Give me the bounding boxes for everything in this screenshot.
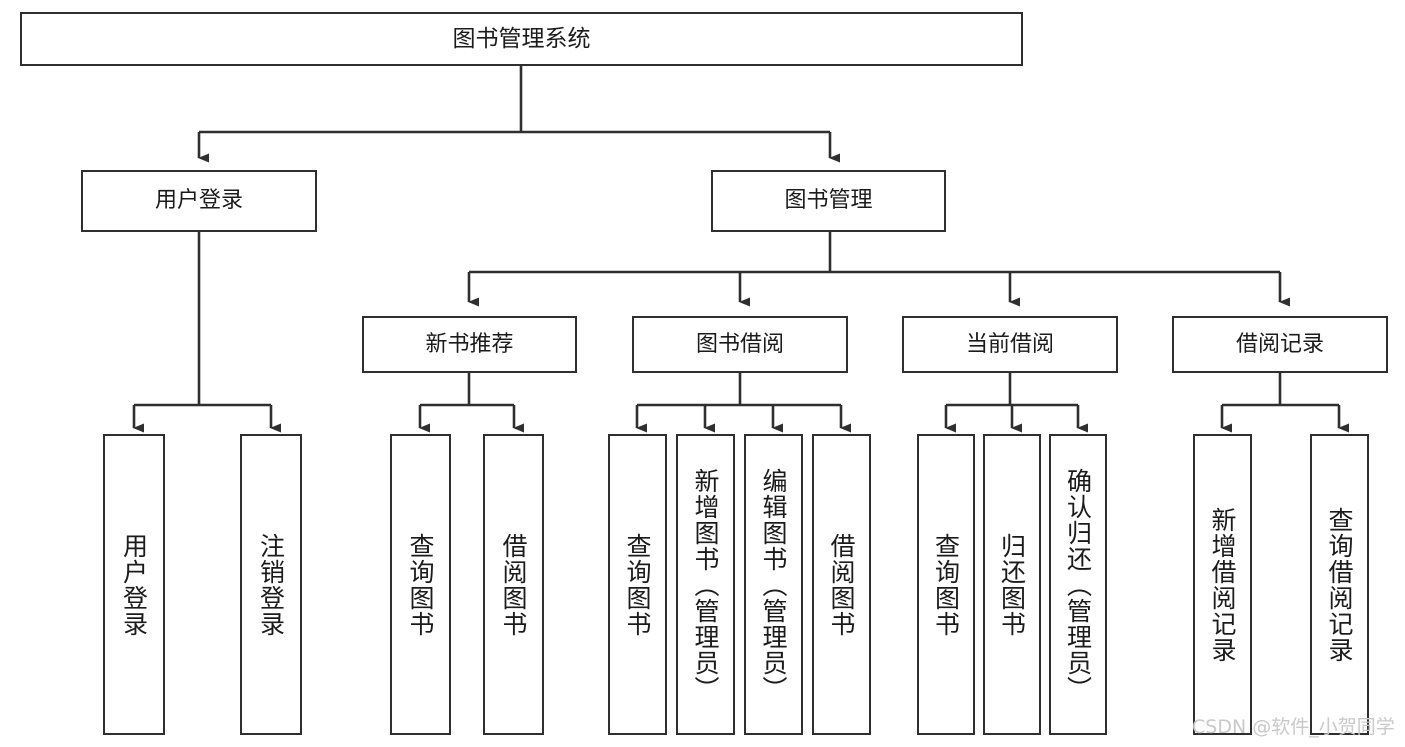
leaf-edit-book-admin[interactable]: 编辑图书（管理员）: [744, 434, 803, 735]
node-borrow-record[interactable]: 借阅记录: [1172, 316, 1388, 373]
node-book-management[interactable]: 图书管理: [711, 170, 946, 232]
node-label: 借阅记录: [1235, 331, 1324, 357]
node-label: 图书管理: [784, 188, 873, 214]
node-user-login[interactable]: 用户登录: [81, 170, 317, 232]
node-current-borrow[interactable]: 当前借阅: [902, 316, 1118, 373]
node-root-system[interactable]: 图书管理系统: [20, 12, 1023, 66]
node-label: 编辑图书（管理员）: [759, 467, 788, 702]
leaf-query-borrow-record[interactable]: 查询借阅记录: [1310, 434, 1369, 735]
node-new-book-recommend[interactable]: 新书推荐: [362, 316, 577, 373]
node-label: 确认归还（管理员）: [1063, 467, 1093, 702]
node-label: 归还图书: [997, 532, 1027, 637]
leaf-borrow-book-recommend[interactable]: 借阅图书: [483, 434, 544, 735]
node-label: 当前借阅: [965, 331, 1054, 357]
leaf-logout[interactable]: 注销登录: [240, 434, 302, 735]
leaf-user-login[interactable]: 用户登录: [103, 434, 165, 735]
leaf-borrow-book[interactable]: 借阅图书: [812, 434, 871, 735]
watermark: CSDN @软件_小贺同学: [1192, 716, 1395, 738]
node-label: 查询图书: [406, 532, 435, 637]
leaf-query-book-current[interactable]: 查询图书: [917, 434, 975, 735]
leaf-query-book-recommend[interactable]: 查询图书: [390, 434, 451, 735]
node-label: 用户登录: [154, 188, 243, 214]
node-book-borrow[interactable]: 图书借阅: [632, 316, 848, 373]
node-label: 图书借阅: [695, 331, 784, 357]
node-label: 注销登录: [256, 532, 286, 637]
node-label: 新增图书（管理员）: [691, 467, 720, 702]
node-label: 查询借阅记录: [1325, 506, 1354, 663]
node-label: 查询图书: [623, 532, 652, 637]
node-label: 用户登录: [119, 532, 149, 637]
node-label: 借阅图书: [499, 532, 528, 637]
leaf-query-book-borrow[interactable]: 查询图书: [608, 434, 667, 735]
node-label: 新增借阅记录: [1208, 506, 1237, 663]
leaf-return-book[interactable]: 归还图书: [983, 434, 1041, 735]
leaf-confirm-return-admin[interactable]: 确认归还（管理员）: [1049, 434, 1107, 735]
node-label: 借阅图书: [827, 532, 856, 637]
leaf-add-book-admin[interactable]: 新增图书（管理员）: [676, 434, 735, 735]
node-label: 图书管理系统: [452, 25, 591, 52]
node-label: 新书推荐: [425, 331, 514, 357]
leaf-add-borrow-record[interactable]: 新增借阅记录: [1193, 434, 1252, 735]
node-label: 查询图书: [931, 532, 961, 637]
